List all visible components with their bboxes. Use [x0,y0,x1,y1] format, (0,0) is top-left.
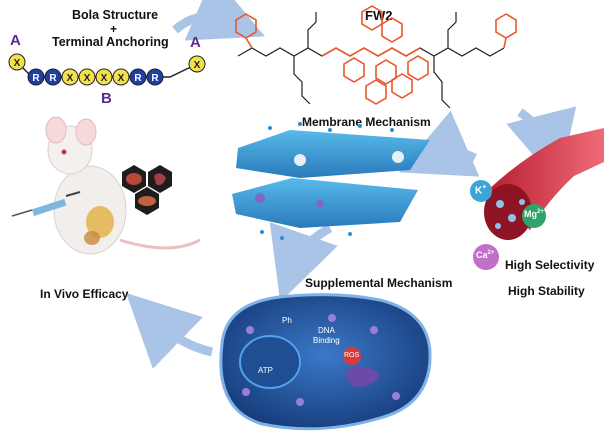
cell-label-ros: ROS [344,352,360,359]
bola-bead-label: R [151,73,159,84]
cell-label-binding: Binding [313,336,340,345]
mitochondrion [344,366,380,387]
ion-calcium [473,244,499,270]
molecule-name: FW2 [365,8,393,23]
bola-bead-label: X [118,73,125,84]
arrow-bola-to-molecule [172,0,265,41]
cell-nucleus [239,335,301,389]
membrane-sheet-top [236,130,430,178]
label-high-selectivity: High Selectivity [505,258,595,272]
label-supplemental: Supplemental Mechanism [305,276,453,290]
bola-title-line2: Terminal Anchoring [52,35,169,49]
bola-bead-r [146,68,164,86]
cell-membrane [219,293,432,431]
label-a-right: A [190,34,201,51]
bola-bead-x [112,68,130,86]
bola-bead-x [61,68,79,86]
bola-bead-label: R [134,73,142,84]
bola-bead-x [95,68,113,86]
mouse-body [45,116,201,255]
label-high-stability: High Stability [508,284,585,298]
ion-potassium [470,180,492,202]
label-in-vivo: In Vivo Efficacy [40,287,129,301]
bola-bead-r [27,68,45,86]
bola-bead-label: X [101,73,108,84]
bola-bead-r [44,68,62,86]
bola-bead-label: X [14,58,21,69]
bola-bead-label: R [49,73,57,84]
bola-bead-r [129,68,147,86]
bola-bead-x [188,55,206,73]
ion-magnesium-label: Mg2+ [524,209,544,219]
bola-plus: + [110,22,118,36]
arrow-membrane-to-cell [269,222,338,302]
ros-burst [343,347,361,365]
label-membrane: Membrane Mechanism [302,115,431,129]
arrow-vessel-to-membrane [398,110,480,177]
cell-label-atp: ATP [258,366,273,375]
ion-calcium-label: Ca2+ [476,250,495,260]
membrane-sheet-bottom [232,178,418,228]
cell-label-ph: Ph [282,316,292,325]
ion-magnesium [522,204,546,228]
bola-bead-label: R [32,73,40,84]
bola-bead-label: X [84,73,91,84]
bola-bead-label: X [67,73,74,84]
arrow-cell-to-invivo [126,293,214,369]
vessel-particles [495,199,525,229]
ion-potassium-label: K+ [475,184,487,197]
bola-bead-x [78,68,96,86]
label-a-left: A [10,32,21,49]
label-b: B [101,90,112,107]
bola-title-line1: Bola Structure [72,8,159,22]
syringe-icon [11,191,81,217]
organ-hexagons [122,165,172,215]
cell-label-dna: DNA [318,326,335,335]
bola-bead-x [8,53,26,71]
bola-bead-label: X [194,60,201,71]
